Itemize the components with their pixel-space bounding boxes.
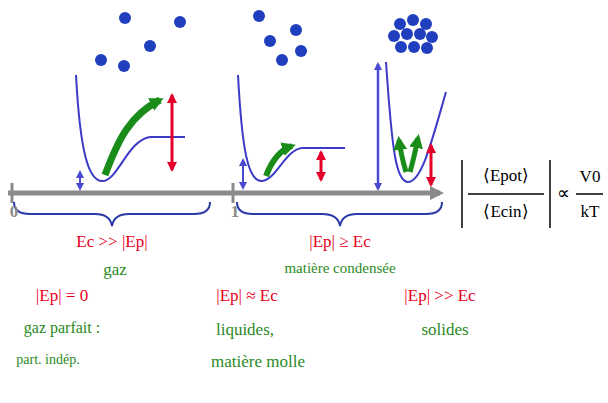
formula-term: V0 — [580, 168, 601, 187]
kinetic-arrow — [399, 140, 406, 172]
kinetic-arrow — [266, 146, 292, 176]
axis-value: 1 — [231, 203, 240, 222]
state-name: solides — [421, 321, 468, 340]
fraction-bar — [468, 193, 544, 195]
formula-term: ⟨Epot⟩ — [483, 167, 529, 186]
condition: |Ep| ≥ Ec — [309, 233, 370, 252]
potential-well — [386, 62, 446, 182]
particles — [388, 14, 438, 54]
potential-arrow — [377, 64, 380, 189]
axis-tick — [11, 183, 14, 203]
note: part. indép. — [16, 352, 79, 367]
potential-well — [238, 75, 345, 181]
axis-value: 0 — [10, 203, 19, 222]
brace — [14, 202, 210, 226]
condition: |Ep| >> Ec — [404, 287, 475, 306]
state-name: gaz parfait : — [24, 319, 100, 337]
brace — [237, 202, 442, 226]
potential-arrow — [242, 160, 244, 188]
condition: Ec >> |Ep| — [76, 233, 147, 252]
condition: |Ep| = 0 — [36, 287, 88, 306]
state-name: gaz — [103, 261, 127, 280]
fraction-bar — [576, 193, 603, 195]
kinetic-arrow — [105, 100, 160, 175]
thermal-arrow — [320, 152, 323, 180]
condition: |Ep| ≈ Ec — [216, 287, 277, 306]
formula-term: kT — [581, 203, 600, 222]
potential-arrow — [79, 172, 81, 189]
thermal-arrow — [171, 95, 174, 170]
abs-bar — [461, 160, 463, 228]
kinetic-arrow — [410, 138, 418, 172]
potential-well — [76, 75, 185, 181]
abs-bar — [549, 160, 551, 228]
state-name: matière condensée — [284, 260, 395, 277]
formula-symbol: ∝ — [557, 184, 570, 204]
axis-tick — [232, 183, 235, 203]
thermal-arrow — [430, 145, 433, 185]
formula-term: ⟨Ecin⟩ — [483, 203, 528, 222]
axis — [8, 191, 440, 196]
state-name: matière molle — [211, 353, 305, 372]
particles — [95, 12, 186, 72]
state-name: liquides, — [216, 321, 274, 340]
particles — [253, 10, 307, 66]
